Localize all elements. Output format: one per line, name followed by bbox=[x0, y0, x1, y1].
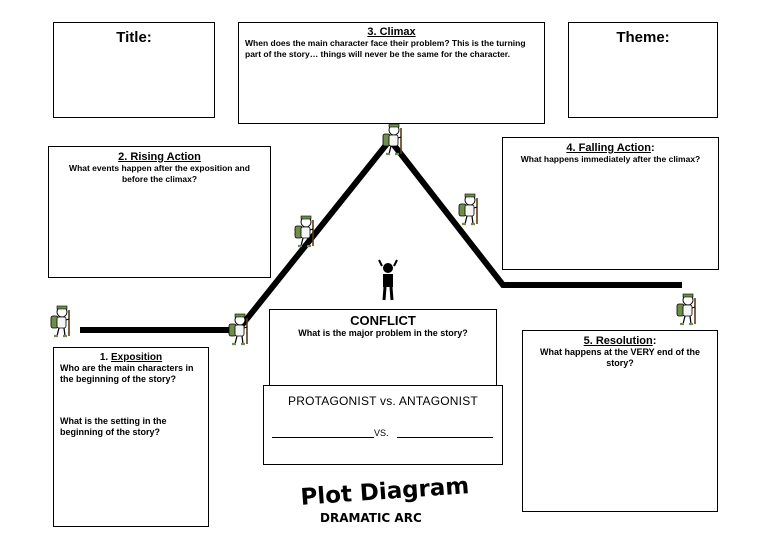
footer-title: Plot Diagram bbox=[300, 476, 470, 506]
hiker-icon bbox=[381, 122, 403, 156]
protagonist-blank[interactable] bbox=[272, 436, 374, 438]
rising-action-box[interactable]: 2. Rising Action What events happen afte… bbox=[48, 146, 271, 278]
stressed-person-icon bbox=[378, 259, 398, 301]
resolution-heading: 5. Resolution bbox=[583, 335, 653, 347]
exposition-heading: Exposition bbox=[111, 352, 163, 363]
footer-title-art: Plot Diagram bbox=[300, 476, 470, 506]
rising-action-heading: 2. Rising Action bbox=[118, 151, 201, 163]
hiker-icon bbox=[293, 214, 315, 248]
climax-heading: 3. Climax bbox=[367, 26, 416, 38]
footer-subtitle: DRAMATIC ARC bbox=[320, 511, 422, 525]
climax-box[interactable]: 3. Climax When does the main character f… bbox=[238, 22, 545, 124]
exposition-question-setting: What is the setting in the beginning of … bbox=[60, 415, 167, 437]
resolution-prompt: What happens at the VERY end of the stor… bbox=[539, 347, 700, 369]
theme-box[interactable]: Theme: bbox=[568, 22, 718, 118]
title-heading: Title: bbox=[116, 29, 152, 46]
hiker-icon bbox=[49, 304, 71, 338]
hiker-icon bbox=[457, 192, 479, 226]
exposition-number: 1. bbox=[99, 352, 109, 363]
exposition-question-characters: Who are the main characters in the begin… bbox=[60, 363, 194, 385]
conflict-box[interactable]: CONFLICT What is the major problem in th… bbox=[269, 309, 497, 387]
title-box[interactable]: Title: bbox=[53, 22, 215, 118]
rising-action-prompt: What events happen after the exposition … bbox=[69, 163, 250, 184]
falling-action-colon: : bbox=[650, 142, 655, 154]
climax-prompt: When does the main character face their … bbox=[245, 38, 526, 59]
conflict-heading: CONFLICT bbox=[350, 313, 416, 328]
theme-heading: Theme: bbox=[616, 29, 670, 46]
falling-action-heading: 4. Falling Action bbox=[566, 142, 651, 154]
exposition-box[interactable]: 1. Exposition Who are the main character… bbox=[53, 347, 209, 527]
hiker-icon bbox=[675, 292, 697, 326]
hiker-icon bbox=[227, 312, 249, 346]
resolution-colon: : bbox=[652, 335, 657, 347]
antagonist-blank[interactable] bbox=[396, 436, 493, 438]
resolution-box[interactable]: 5. Resolution: What happens at the VERY … bbox=[522, 330, 718, 512]
protagonist-antagonist-box[interactable]: PROTAGONIST vs. ANTAGONIST VS. bbox=[263, 385, 503, 465]
versus-heading: PROTAGONIST vs. ANTAGONIST bbox=[288, 394, 478, 408]
falling-action-box[interactable]: 4. Falling Action: What happens immediat… bbox=[502, 137, 719, 270]
conflict-prompt: What is the major problem in the story? bbox=[298, 328, 468, 338]
vs-label: VS. bbox=[374, 428, 389, 438]
falling-action-prompt: What happens immediately after the clima… bbox=[520, 154, 701, 164]
